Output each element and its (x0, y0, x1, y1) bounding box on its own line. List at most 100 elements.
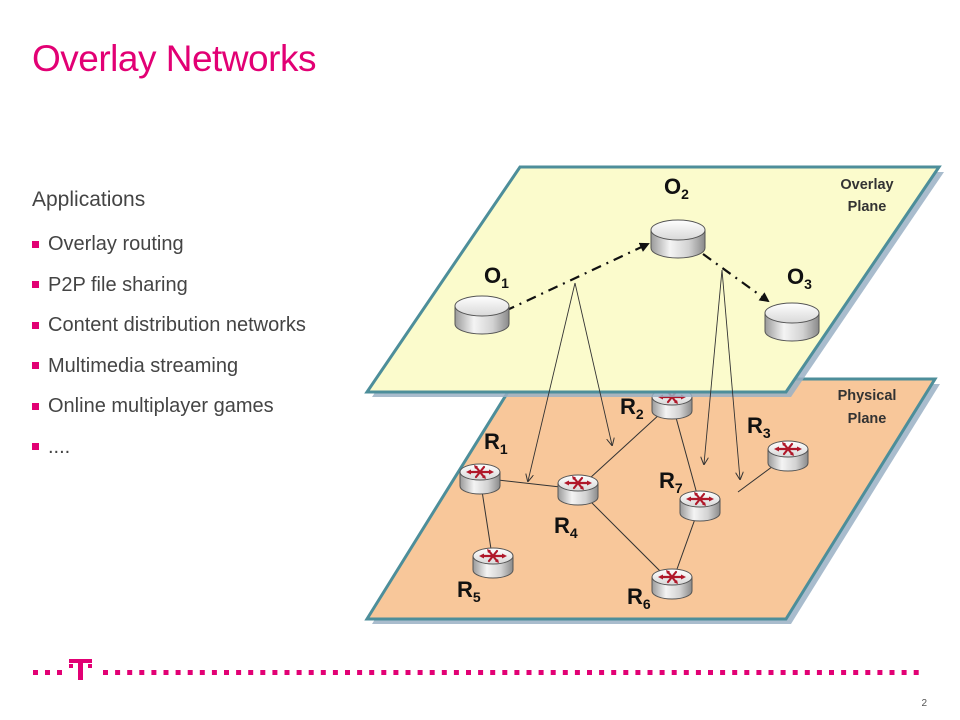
overlay-label-o2: O2 (664, 174, 689, 202)
telekom-footer-bar (33, 659, 919, 680)
footer-dot (587, 670, 592, 675)
footer-dot (127, 670, 133, 675)
router-r7-icon (678, 489, 722, 523)
square-bullet-icon (32, 281, 39, 289)
list-item: Multimedia streaming (32, 346, 392, 387)
footer-dot (478, 670, 484, 675)
footer-dot (562, 670, 568, 675)
footer-dot (804, 670, 810, 675)
footer-dot (429, 670, 435, 675)
footer-dot (175, 670, 181, 675)
footer-dot (889, 670, 895, 675)
overlay-node-o1-icon (454, 295, 510, 335)
overlay-plane-label: Overlay (840, 177, 893, 193)
router-r1-icon (458, 462, 502, 496)
applications-heading: Applications (32, 188, 146, 211)
footer-dot (103, 670, 108, 675)
footer-dot (695, 670, 701, 675)
footer-dot (756, 670, 762, 675)
footer-dot (308, 670, 314, 675)
footer-dot (635, 670, 641, 675)
footer-dot (320, 670, 326, 675)
overlay-plane: Overlay Plane (364, 165, 944, 397)
footer-dot (671, 670, 677, 675)
list-item: Online multiplayer games (32, 386, 392, 427)
footer-dot (538, 670, 544, 675)
footer-dot (514, 670, 520, 675)
footer-dot (599, 670, 605, 675)
footer-dot (659, 670, 665, 675)
footer-dot (417, 670, 423, 675)
footer-dot (877, 670, 883, 675)
overlay-links (504, 242, 770, 312)
plane-mapping-lines (528, 269, 740, 481)
footer-dot (853, 670, 859, 675)
router-label-r5: R5 (457, 577, 481, 605)
footer-dot (381, 670, 387, 675)
footer-dot (780, 670, 786, 675)
footer-dot (236, 670, 242, 675)
overlay-label-o3: O3 (787, 264, 812, 292)
overlay-plane-label: Plane (848, 199, 887, 215)
footer-dot (296, 670, 302, 675)
footer-dot (151, 670, 157, 675)
footer-dot (345, 670, 350, 675)
footer-dot (526, 670, 532, 675)
footer-dot (187, 670, 193, 675)
footer-dot (284, 670, 290, 675)
footer-dots (33, 670, 62, 675)
footer-dots (103, 670, 919, 675)
router-r5-icon (471, 546, 515, 580)
footer-dot (901, 670, 907, 675)
router-r6-icon (650, 567, 694, 601)
footer-dot (732, 670, 738, 675)
physical-plane-label: Physical (838, 388, 897, 404)
footer-dot (224, 670, 229, 675)
footer-dot (865, 670, 871, 675)
router-r3-icon (766, 439, 810, 473)
footer-dot (199, 670, 205, 675)
router-r4-icon (556, 473, 600, 507)
telekom-t-logo-icon (69, 659, 92, 680)
footer-dot (453, 670, 459, 675)
square-bullet-icon (32, 402, 39, 410)
footer-dot (248, 670, 254, 675)
footer-dot (913, 670, 919, 675)
overlay-node-o2-icon (650, 219, 706, 259)
footer-dot (502, 670, 508, 675)
square-bullet-icon (32, 321, 39, 329)
footer-dot (260, 670, 266, 675)
router-label-r4: R4 (554, 513, 578, 541)
footer-dot (720, 670, 726, 675)
router-label-r1: R1 (484, 429, 508, 457)
footer-dot (841, 670, 847, 675)
footer-dot (272, 670, 278, 675)
footer-dot (211, 670, 217, 675)
list-item: Content distribution networks (32, 305, 392, 346)
router-label-r2: R2 (620, 394, 644, 422)
footer-dot (466, 670, 471, 675)
footer-dot (550, 670, 556, 675)
overlay-label-o1: O1 (484, 263, 509, 291)
router-label-r7: R7 (659, 468, 683, 496)
footer-dot (816, 670, 822, 675)
footer-dot (623, 670, 629, 675)
list-item: Overlay routing (32, 224, 392, 265)
footer-dot (768, 670, 774, 675)
applications-list: Applications Overlay routing P2P file sh… (32, 188, 392, 467)
footer-dot (744, 670, 750, 675)
router-label-r6: R6 (627, 584, 651, 612)
footer-dot (708, 670, 713, 675)
footer-dot (393, 670, 399, 675)
list-item: .... (32, 427, 392, 468)
router-label-r3: R3 (747, 413, 771, 441)
physical-plane-label: Plane (848, 411, 887, 427)
overlay-node-o3-icon (764, 302, 820, 342)
footer-dot (829, 670, 834, 675)
square-bullet-icon (32, 362, 39, 370)
footer-dot (369, 670, 375, 675)
footer-dot (163, 670, 169, 675)
footer-dot (647, 670, 653, 675)
page-number: 2 (921, 698, 927, 709)
